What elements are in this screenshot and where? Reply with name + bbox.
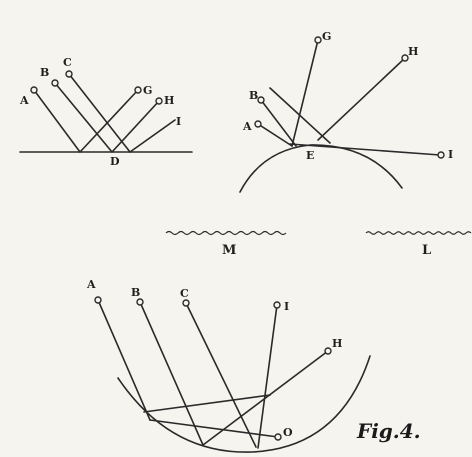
point-h	[155, 97, 163, 105]
label-c: C	[63, 56, 72, 69]
point-b	[136, 298, 144, 306]
ray-b	[54, 82, 113, 153]
wave-m-group: M	[165, 230, 287, 258]
concave-arc	[117, 355, 371, 453]
point-a	[254, 120, 262, 128]
label-b: B	[131, 286, 140, 299]
label-a: A	[19, 94, 29, 107]
point-c	[65, 70, 73, 78]
ray-a	[257, 123, 293, 147]
label-d: D	[110, 155, 120, 168]
label-l: L	[422, 243, 431, 258]
ray-i	[129, 119, 176, 153]
point-h	[401, 54, 409, 62]
label-g: G	[143, 84, 152, 97]
label-g: G	[322, 30, 331, 43]
point-a	[30, 86, 38, 94]
ray-o	[149, 419, 279, 438]
label-h: H	[408, 45, 418, 58]
point-b	[257, 96, 265, 104]
point-c	[182, 299, 190, 307]
point-a	[94, 296, 102, 304]
convex-surface-figure: G H B A E I	[239, 30, 453, 193]
label-m: M	[222, 243, 236, 258]
point-g	[134, 86, 142, 94]
point-i	[273, 301, 281, 309]
label-b: B	[249, 89, 258, 102]
point-h	[324, 347, 332, 355]
convex-arc	[239, 144, 403, 193]
ray-e-i	[289, 143, 441, 156]
label-a: A	[86, 278, 96, 291]
wave-l	[365, 231, 472, 235]
concave-mirror-figure: A B C I H O Fig.4.	[86, 278, 421, 453]
point-o	[274, 433, 282, 441]
label-i: I	[176, 115, 181, 128]
ray-a	[97, 299, 151, 421]
ray-h	[202, 350, 329, 446]
label-a: A	[242, 120, 252, 133]
label-h: H	[332, 337, 342, 350]
ray-i	[257, 304, 278, 449]
label-o: O	[283, 426, 293, 439]
ray-cross	[143, 394, 271, 413]
figure-caption: Fig.4.	[356, 419, 421, 443]
ray-g	[79, 89, 139, 153]
ray-h	[317, 57, 406, 141]
ray-c	[68, 73, 131, 153]
wave-m	[165, 230, 287, 236]
ray-c	[185, 302, 257, 448]
label-e: E	[306, 149, 314, 162]
ray-h	[111, 100, 160, 153]
label-i: I	[284, 300, 289, 313]
label-c: C	[180, 287, 189, 300]
label-h: H	[164, 94, 174, 107]
label-b: B	[40, 66, 49, 79]
ray-a	[33, 89, 81, 153]
label-i: I	[448, 148, 453, 161]
point-b	[51, 79, 59, 87]
point-g	[314, 36, 322, 44]
plane-mirror-figure: A B C G H I D	[19, 56, 193, 168]
point-i	[437, 151, 445, 159]
ray-g	[291, 39, 319, 147]
wave-l-group: L	[365, 231, 472, 258]
ray-b	[139, 301, 204, 446]
ray-b	[260, 99, 297, 147]
